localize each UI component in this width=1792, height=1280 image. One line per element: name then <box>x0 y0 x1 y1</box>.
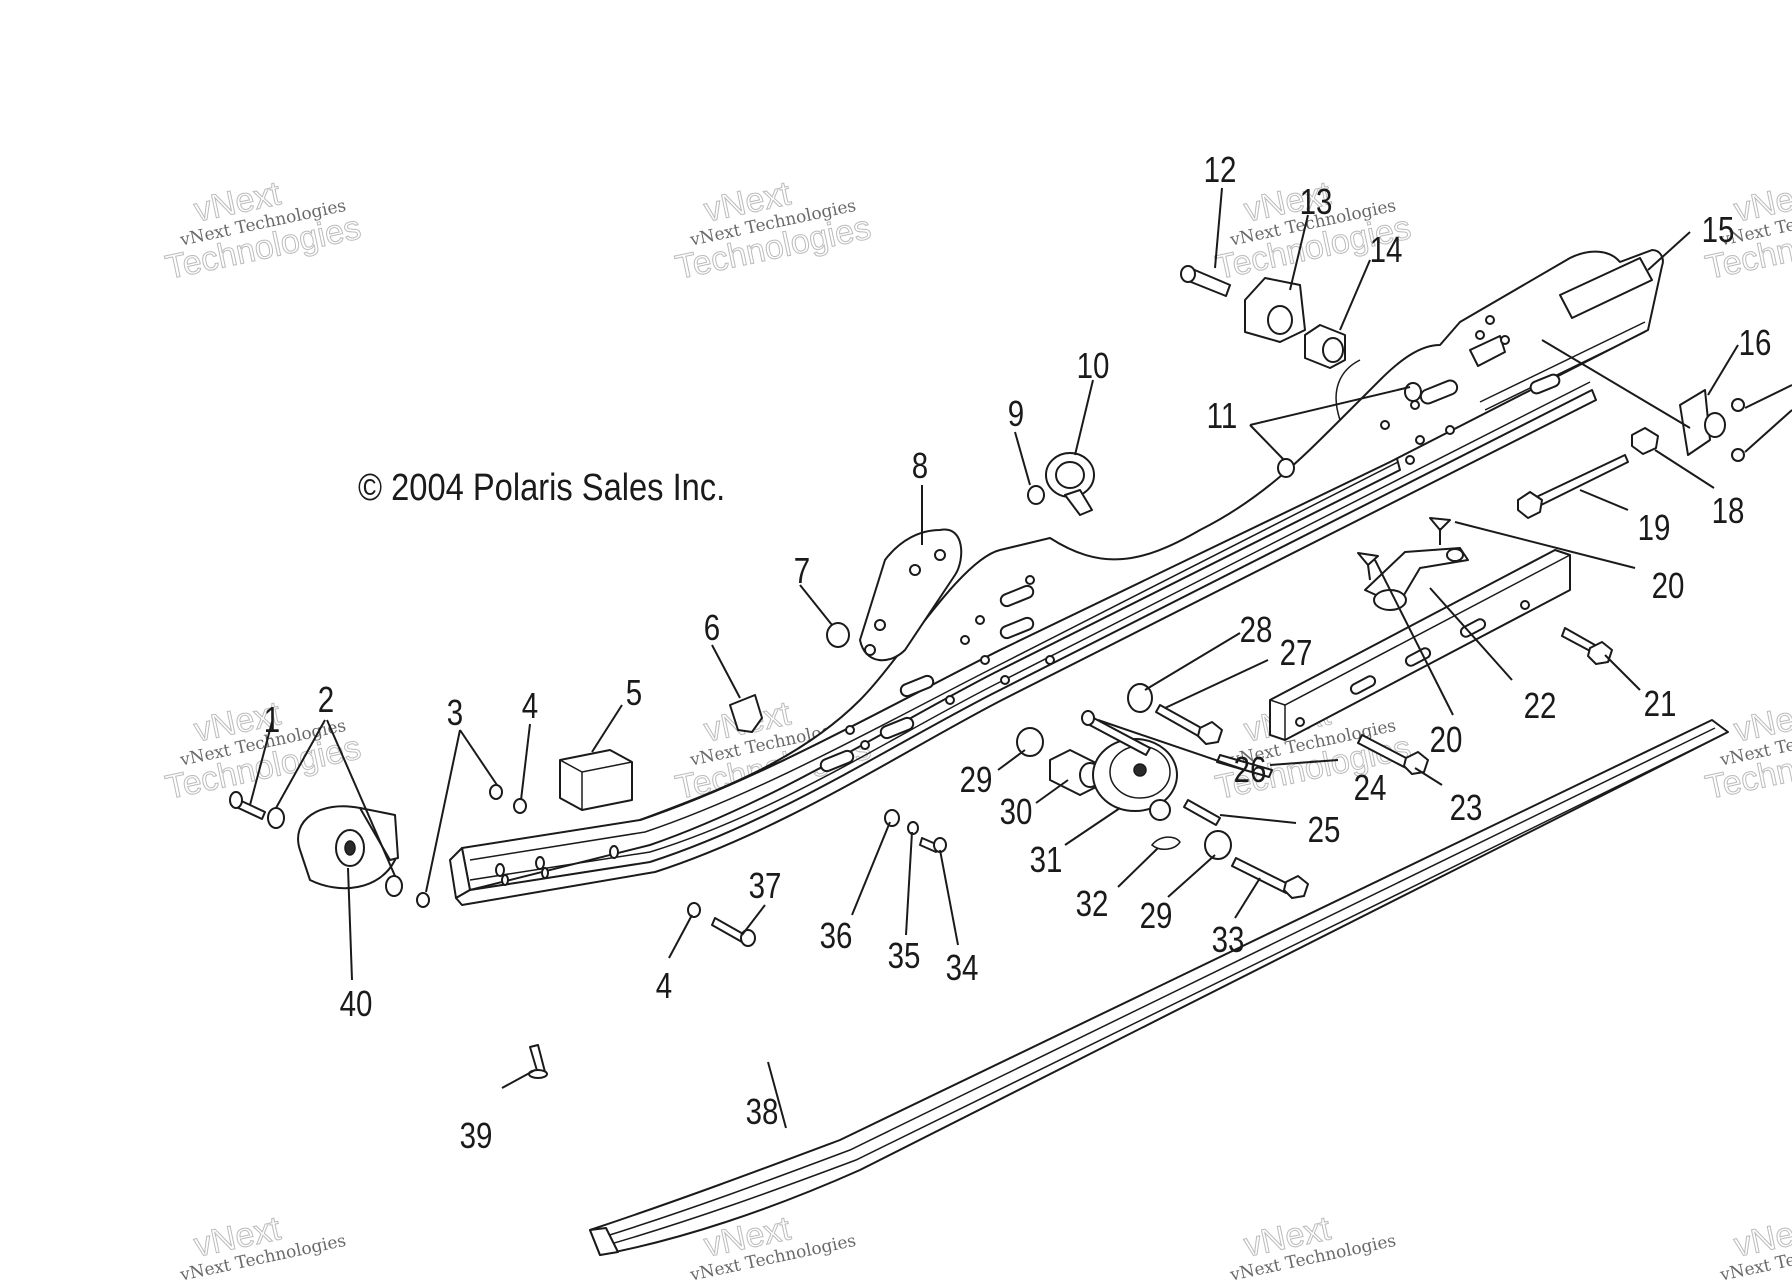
nut-3 <box>416 892 430 908</box>
screw-39 <box>528 1044 548 1079</box>
nut-3 <box>489 784 503 800</box>
callout-label: 4 <box>522 685 538 725</box>
callout-label: 3 <box>447 692 463 732</box>
callout-label: 1 <box>264 699 280 739</box>
callout-label: 22 <box>1524 685 1557 725</box>
copyright-notice: © 2004 Polaris Sales Inc. <box>358 466 725 509</box>
callout-label: 21 <box>1644 683 1677 723</box>
bolt-21 <box>1561 627 1613 665</box>
callout-label: 10 <box>1077 345 1110 385</box>
callout-label: 24 <box>1354 767 1387 807</box>
callout-label: 32 <box>1076 883 1109 923</box>
pin-24 <box>1216 754 1273 778</box>
callout-label: 38 <box>746 1091 779 1131</box>
callout-label: 23 <box>1450 787 1483 827</box>
callout-label: 19 <box>1638 507 1671 547</box>
callout-label: 29 <box>960 759 993 799</box>
washer-2 <box>385 875 403 897</box>
bolt-1 <box>229 791 266 820</box>
nut-7 <box>826 622 850 648</box>
callout-label: 35 <box>888 935 921 975</box>
callout-label: 6 <box>704 607 720 647</box>
callout-label: 2 <box>318 679 334 719</box>
block-13 <box>1244 277 1306 343</box>
nut-11 <box>1404 382 1422 402</box>
watermark: vNext vNext Technologies <box>1718 1209 1792 1280</box>
callout-label: 18 <box>1712 490 1745 530</box>
callout-label: 30 <box>1000 791 1033 831</box>
callout-label: 28 <box>1240 609 1273 649</box>
rivet-20 <box>1357 552 1379 581</box>
leader-lines <box>249 187 1792 1129</box>
callout-label: 14 <box>1370 229 1403 269</box>
callout-label: 12 <box>1204 149 1237 189</box>
callout-label: 27 <box>1280 632 1313 672</box>
watermark: vNext vNext Technologies Technologies <box>672 174 875 288</box>
clamp-10 <box>1045 452 1095 516</box>
bushing-14 <box>1304 324 1346 369</box>
washer-28 <box>1127 683 1153 713</box>
callout-label: 39 <box>460 1115 493 1155</box>
washer-29 <box>1016 727 1044 757</box>
washer-35 <box>907 821 919 835</box>
plate-8 <box>859 528 963 662</box>
callout-label: 16 <box>1739 322 1772 362</box>
callout-label: 31 <box>1030 839 1063 879</box>
callout-label: 13 <box>1300 181 1333 221</box>
parts-art <box>229 249 1745 1256</box>
callout-label: 34 <box>946 947 979 987</box>
washer-29 <box>1204 830 1232 860</box>
nut-9 <box>1027 485 1045 505</box>
nut-4 <box>513 798 527 814</box>
bolt-34 <box>919 837 947 853</box>
bolt-12 <box>1180 265 1231 297</box>
wheel-31 <box>1092 738 1178 821</box>
slide-rail-38 <box>589 719 1729 1256</box>
callout-label: 7 <box>794 550 810 590</box>
washer-36 <box>884 809 900 827</box>
callout-label: 37 <box>749 865 782 905</box>
callout-label: 8 <box>912 445 928 485</box>
callout-label: 40 <box>340 983 373 1023</box>
washer-2 <box>267 807 285 829</box>
bolt-37 <box>711 917 756 947</box>
callout-label: 11 <box>1207 395 1238 435</box>
nut-4 <box>687 902 701 918</box>
bolt-27 <box>1155 704 1223 745</box>
nut-18 <box>1631 427 1659 455</box>
nut-11 <box>1277 458 1295 478</box>
callout-label: 20 <box>1652 565 1685 605</box>
watermark: vNext vNext Technologies Technologies <box>162 174 365 288</box>
callout-labels: 1 2 3 4 5 6 7 8 9 10 11 12 13 14 15 16 1… <box>264 149 1772 1155</box>
block-5 <box>559 749 633 811</box>
clip-32 <box>1150 836 1181 850</box>
callout-label: 33 <box>1212 919 1245 959</box>
bolt-19 <box>1517 454 1629 519</box>
bracket-16 <box>1679 389 1745 462</box>
rail-tip-40 <box>297 805 399 890</box>
watermark: vNext vNext Technologies <box>1228 1209 1398 1280</box>
callout-label: 29 <box>1140 895 1173 935</box>
bolt-23 <box>1357 734 1429 775</box>
slider-bar-22 <box>1269 549 1571 741</box>
bolt-33 <box>1231 857 1309 899</box>
callout-label: 20 <box>1430 719 1463 759</box>
callout-label: 5 <box>626 672 642 712</box>
watermark: vNext vNext Technologies <box>178 1209 348 1280</box>
callout-label: 9 <box>1008 393 1024 433</box>
callout-label: 15 <box>1702 209 1735 249</box>
callout-label: 4 <box>656 965 672 1005</box>
callout-label: 26 <box>1234 749 1267 789</box>
callout-label: 25 <box>1308 809 1341 849</box>
pin-25 <box>1183 799 1221 826</box>
pin-26 <box>1081 710 1151 756</box>
clip-6 <box>729 694 763 733</box>
bracket-20 <box>1364 547 1469 611</box>
callout-label: 36 <box>820 915 853 955</box>
rivet-20 <box>1429 517 1451 545</box>
